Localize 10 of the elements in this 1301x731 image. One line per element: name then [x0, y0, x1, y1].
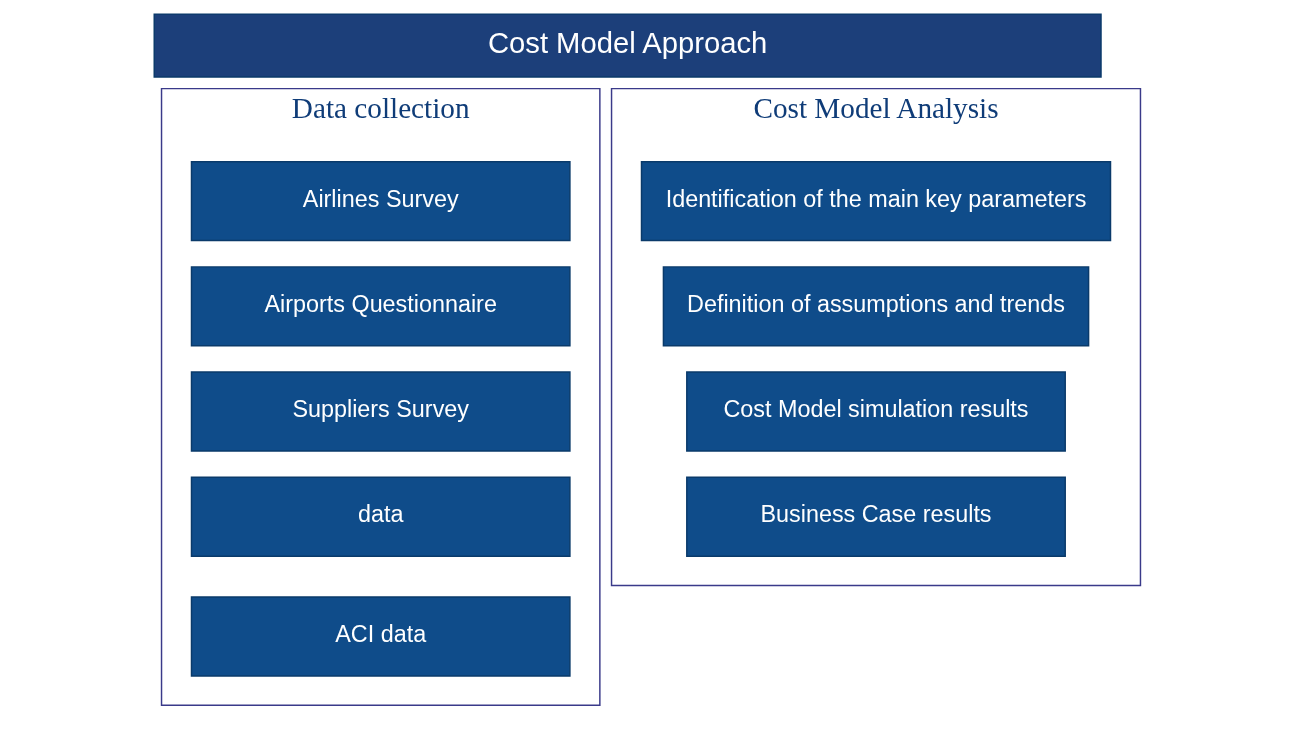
node-box: Suppliers Survey	[190, 371, 571, 452]
node-box: Airports Questionnaire	[190, 266, 571, 347]
node-box: Airlines Survey	[190, 160, 571, 242]
node-box: data	[190, 476, 571, 557]
node-box: Cost Model Approach	[153, 13, 1102, 78]
node-box: Identification of the main key parameters	[640, 160, 1111, 242]
node-box: Cost Model simulation results	[685, 371, 1066, 452]
node-box: Definition of assumptions and trends	[662, 266, 1089, 347]
node-box: Business Case results	[685, 476, 1066, 557]
node-box: ACI data	[190, 596, 571, 677]
